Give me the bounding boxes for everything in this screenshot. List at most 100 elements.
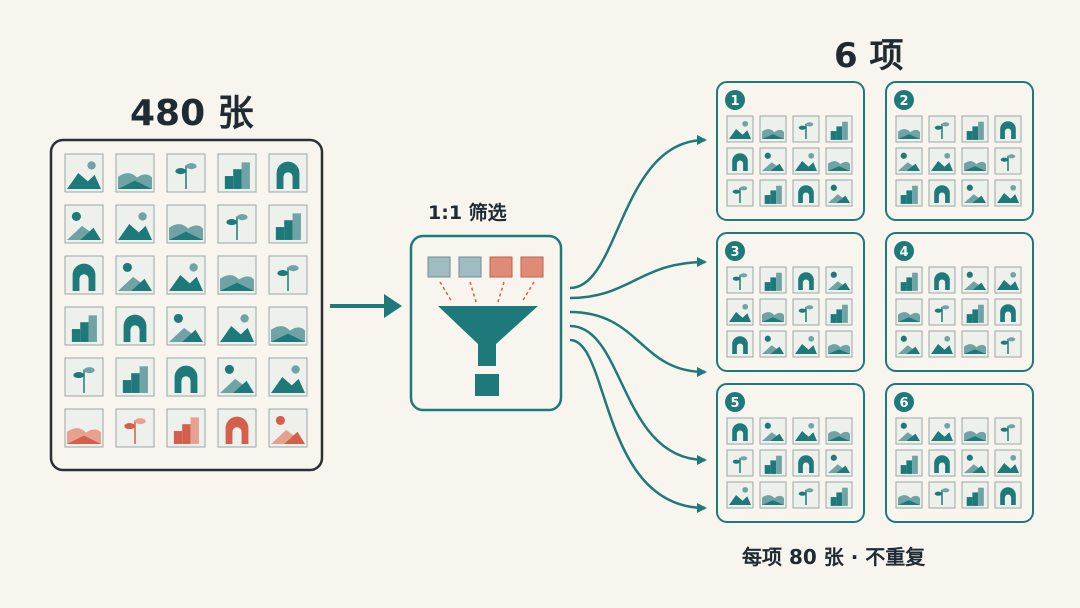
group-thumbnail [726, 298, 754, 326]
group-thumbnail [895, 417, 923, 445]
group-thumbnail [726, 115, 754, 143]
group-thumbnail [994, 449, 1022, 477]
group-thumbnail [825, 115, 853, 143]
group-thumbnail [825, 449, 853, 477]
main-arrow-head [384, 294, 402, 318]
output-group: 4 [885, 232, 1034, 372]
group-thumbnail [759, 115, 787, 143]
group-thumbnail [994, 147, 1022, 175]
group-thumbnail [994, 330, 1022, 358]
arrow-to-group-2 [569, 257, 707, 300]
group-thumbnail [961, 449, 989, 477]
group-thumbnail [994, 417, 1022, 445]
group-thumbnail [759, 266, 787, 294]
filter-input-square [489, 256, 513, 278]
arrow-to-group-3 [569, 310, 707, 377]
group-thumbnail [961, 266, 989, 294]
pool-thumbnail [166, 153, 206, 193]
group-thumbnail [726, 179, 754, 207]
group-thumbnail [759, 147, 787, 175]
pool-thumbnail [64, 153, 104, 193]
group-thumbnail [928, 449, 956, 477]
output-group-number: 4 [899, 245, 908, 260]
filter-dashes [439, 281, 535, 303]
group-thumbnail [961, 179, 989, 207]
pool-thumbnail [268, 306, 308, 346]
group-thumbnail [792, 481, 820, 509]
output-group-number: 5 [730, 396, 739, 411]
group-thumbnail [961, 147, 989, 175]
filter-output-square [475, 374, 499, 396]
group-thumbnail [895, 481, 923, 509]
group-thumbnail [825, 266, 853, 294]
group-thumbnail [726, 330, 754, 358]
group-thumbnail [928, 417, 956, 445]
group-thumbnail [928, 115, 956, 143]
group-thumbnail [825, 417, 853, 445]
group-thumbnail [928, 147, 956, 175]
pool-thumbnail [115, 357, 155, 397]
group-thumbnail [825, 147, 853, 175]
pool-thumbnail [64, 357, 104, 397]
pool-thumbnail [64, 306, 104, 346]
group-thumbnail [895, 449, 923, 477]
pool-thumbnail [115, 255, 155, 295]
group-thumbnail [759, 179, 787, 207]
output-group-number: 3 [730, 245, 739, 260]
group-thumbnail [895, 298, 923, 326]
group-thumbnail [759, 481, 787, 509]
group-thumbnail [759, 449, 787, 477]
output-group-badge [725, 90, 745, 110]
filter-input-square [458, 256, 482, 278]
pool-thumbnail [115, 153, 155, 193]
pool-thumbnail [166, 306, 206, 346]
output-groups-count: 6 项 [834, 36, 904, 76]
source-pool-grid [64, 153, 308, 448]
pool-thumbnail [217, 153, 257, 193]
pool-thumbnail [268, 408, 308, 448]
group-thumbnail [895, 266, 923, 294]
group-thumbnail [792, 115, 820, 143]
filter-label: 1:1 筛选 [428, 202, 507, 224]
pool-thumbnail [115, 204, 155, 244]
filter-input-square [520, 256, 544, 278]
group-thumbnail [825, 179, 853, 207]
pool-thumbnail [115, 306, 155, 346]
pool-thumbnail [217, 408, 257, 448]
pool-thumbnail [166, 255, 206, 295]
pool-thumbnail [268, 153, 308, 193]
pool-thumbnail [166, 204, 206, 244]
group-thumbnail [759, 298, 787, 326]
arrow-to-group-5 [569, 338, 707, 513]
group-thumbnail [928, 179, 956, 207]
group-thumbnail [961, 115, 989, 143]
group-thumbnail [825, 330, 853, 358]
pool-thumbnail [64, 204, 104, 244]
group-thumbnail [726, 266, 754, 294]
output-group-number: 6 [899, 396, 908, 411]
group-thumbnail [928, 330, 956, 358]
output-group-badge [894, 90, 914, 110]
pool-thumbnail [64, 255, 104, 295]
group-thumbnail [726, 449, 754, 477]
group-thumbnail [792, 266, 820, 294]
output-group-badge [725, 241, 745, 261]
output-groups-note: 每项 80 张 · 不重复 [742, 545, 926, 569]
group-thumbnail [726, 147, 754, 175]
output-group: 3 [716, 232, 865, 372]
output-group-number: 1 [730, 94, 739, 109]
output-group-badge [894, 241, 914, 261]
group-thumbnail [994, 298, 1022, 326]
group-thumbnail [961, 481, 989, 509]
output-group: 2 [885, 81, 1034, 221]
group-thumbnail [928, 298, 956, 326]
group-thumbnail [895, 147, 923, 175]
group-thumbnail [792, 330, 820, 358]
output-group-badge [894, 392, 914, 412]
pool-thumbnail [268, 357, 308, 397]
output-group-number: 2 [899, 94, 908, 109]
output-group: 1 [716, 81, 865, 221]
group-thumbnail [928, 481, 956, 509]
